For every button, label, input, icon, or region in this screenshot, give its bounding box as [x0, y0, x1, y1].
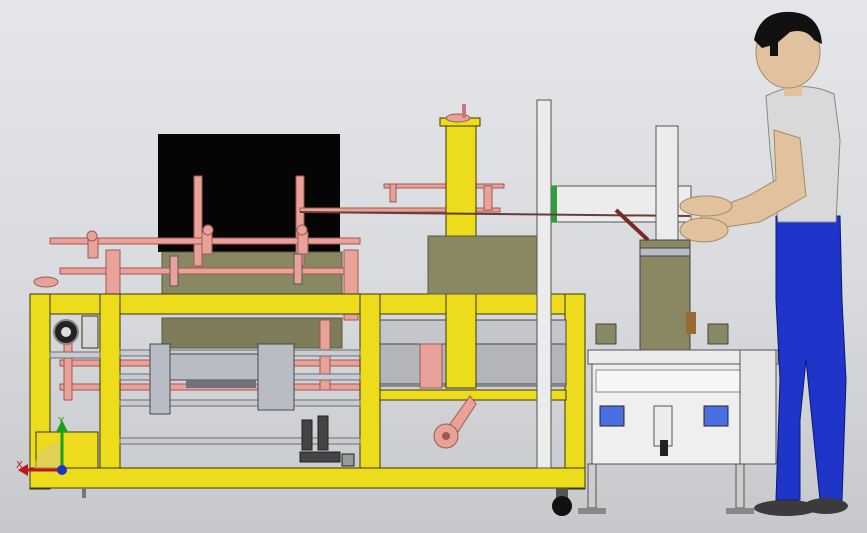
- bottom-components: [299, 415, 355, 467]
- operator-shoe-left: [754, 500, 818, 516]
- green-band: [551, 186, 557, 222]
- operator-hand-lower: [679, 217, 729, 243]
- white-post: [536, 99, 552, 469]
- triad-z-dot: [57, 465, 67, 475]
- dial-center: [61, 327, 71, 337]
- operator-figure: [679, 11, 848, 516]
- carton-stack-lower: [161, 317, 343, 349]
- triad-hemisphere: [34, 442, 62, 470]
- table-foot-left: [578, 508, 606, 514]
- operator-shoe-right: [804, 498, 848, 514]
- pink-plate: [419, 343, 443, 389]
- blue-cup-right: [703, 405, 729, 427]
- side-guide-right: [707, 323, 729, 345]
- side-guide-left: [595, 323, 617, 345]
- operator-ear: [770, 42, 778, 56]
- pink-knob-middle: [202, 224, 214, 236]
- table-leg-right: [735, 463, 745, 509]
- taping-head: [639, 239, 691, 353]
- carton-stack: [161, 251, 343, 299]
- swing-wheel-hub: [442, 432, 450, 440]
- table-leg-left: [587, 463, 597, 509]
- triad-y-label: Y: [57, 416, 65, 427]
- olive-box: [427, 235, 539, 295]
- operator-hair: [754, 11, 822, 48]
- roller-bar: [595, 369, 743, 393]
- orientation-triad: Y X: [16, 416, 68, 476]
- carton-slot-2: [293, 253, 303, 285]
- arm-rail: [299, 211, 691, 217]
- blue-cup-left: [599, 405, 625, 427]
- pink-knob-right: [296, 224, 308, 236]
- taping-column: [655, 125, 679, 247]
- taping-head-cap: [639, 247, 691, 257]
- triad-x-label: X: [16, 460, 23, 471]
- leg-left: [82, 488, 86, 498]
- triad-x-arrow: [18, 464, 28, 476]
- operator-hand-upper: [679, 195, 733, 217]
- black-hopper: [158, 134, 340, 252]
- right-panel: [739, 349, 777, 465]
- brown-block: [686, 312, 696, 334]
- dark-block: [660, 440, 668, 456]
- carton-slot: [169, 255, 179, 287]
- operator-pants: [775, 215, 847, 501]
- caster-wheel: [552, 496, 572, 516]
- pink-knob-left: [86, 230, 98, 242]
- triad-y-arrow: [56, 420, 68, 432]
- handwheel-shaft: [462, 104, 466, 118]
- rail-block: [186, 380, 256, 388]
- top-handwheel: [445, 113, 471, 123]
- caster-mount: [556, 488, 568, 498]
- pink-wheel-left: [33, 276, 59, 288]
- tape-lever: [614, 208, 650, 242]
- table-foot-right: [726, 508, 754, 514]
- panel-rect: [81, 315, 99, 349]
